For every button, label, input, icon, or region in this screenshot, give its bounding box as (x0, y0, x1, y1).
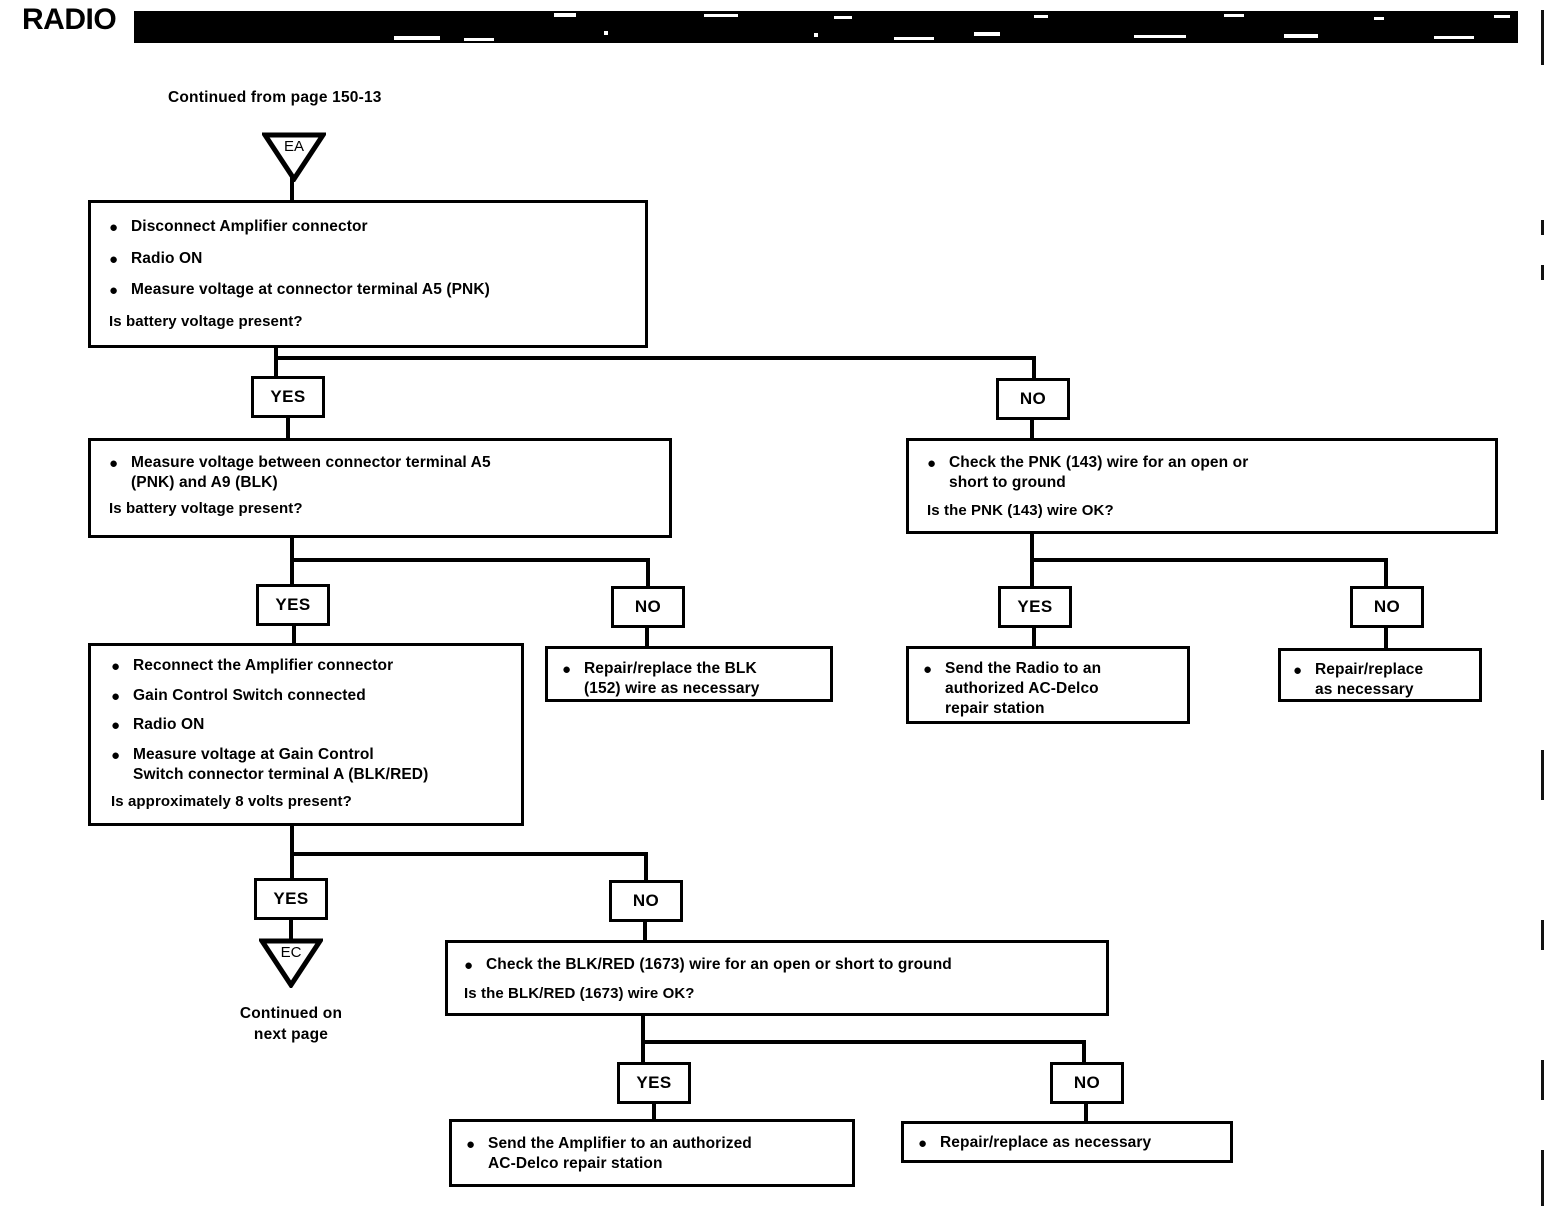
step1-question: Is battery voltage present? (109, 312, 303, 330)
bullet-icon: ● (111, 717, 121, 734)
repair-blk-box: ● Repair/replace the BLK (152) wire as n… (545, 646, 833, 702)
bullet-icon: ● (927, 455, 937, 472)
line-yes3-to-ec (289, 920, 293, 942)
bullet-icon: ● (109, 282, 119, 299)
line-step4-to-no (1082, 1040, 1086, 1066)
repair-right-box: ● Repair/replace as necessary (1278, 648, 1482, 702)
line-step4-branch (641, 1040, 1086, 1044)
line-no1-to-step2r (1030, 420, 1034, 440)
line-step1-to-yes (274, 356, 278, 376)
step2-right-box: ● Check the PNK (143) wire for an open o… (906, 438, 1498, 534)
step2-right-bullet-1: ● Check the PNK (143) wire for an open o… (927, 454, 1249, 492)
step1-bullet-2: ● Radio ON (109, 249, 203, 268)
repair-blk-text: ● Repair/replace the BLK (152) wire as n… (562, 660, 760, 698)
bullet-icon: ● (466, 1136, 476, 1153)
connector-entry-label: EA (283, 138, 304, 155)
line-step2l-to-no (646, 558, 650, 586)
step2-right-yes-label: YES (998, 586, 1072, 628)
step1-bullet-1: ● Disconnect Amplifier connector (109, 218, 368, 236)
header-bar (134, 11, 1518, 43)
line-step3-down (290, 826, 294, 854)
step4-bullet: ● Check the BLK/RED (1673) wire for an o… (464, 956, 952, 974)
step2-left-question: Is battery voltage present? (109, 500, 303, 518)
line-step4-to-yes (641, 1040, 645, 1066)
repair-bottom-text: ● Repair/replace as necessary (918, 1134, 1152, 1152)
line-no4-to-repair (1084, 1104, 1088, 1122)
step2-right-question: Is the PNK (143) wire OK? (927, 502, 1114, 520)
repair-right-text: ● Repair/replace as necessary (1293, 661, 1424, 699)
step2-left-yes-label: YES (256, 584, 330, 626)
step4-yes-label: YES (617, 1062, 691, 1104)
bullet-icon: ● (918, 1135, 928, 1152)
step1-yes-label: YES (251, 376, 325, 418)
line-yes2-to-step3 (292, 626, 296, 646)
line-ea-to-step1 (290, 176, 294, 202)
send-amplifier-box: ● Send the Amplifier to an authorized AC… (449, 1119, 855, 1187)
step1-bullet-3: ● Measure voltage at connector terminal … (109, 281, 490, 299)
line-step2l-to-yes (290, 558, 294, 586)
line-no2r-to-repair (1384, 628, 1388, 650)
bullet-icon: ● (109, 219, 119, 236)
line-step2r-branch (1030, 558, 1388, 562)
bullet-icon: ● (111, 658, 121, 675)
send-radio-box: ● Send the Radio to an authorized AC-Del… (906, 646, 1190, 724)
step3-bullet-3: ● Radio ON (111, 716, 205, 734)
bullet-icon: ● (562, 661, 572, 678)
line-yes1-to-step2 (286, 418, 290, 440)
step3-bullet-1: ● Reconnect the Amplifier connector (111, 657, 394, 675)
repair-bottom-box: ● Repair/replace as necessary (901, 1121, 1233, 1163)
bullet-icon: ● (464, 957, 474, 974)
step4-no-label: NO (1050, 1062, 1124, 1104)
step2-left-no-label: NO (611, 586, 685, 628)
step3-bullet-2: ● Gain Control Switch connected (111, 686, 366, 705)
page-border-rule (1541, 10, 1544, 1206)
bullet-icon: ● (109, 455, 119, 472)
connector-exit-label: EC (280, 944, 302, 961)
line-step2r-to-yes (1030, 558, 1034, 586)
continued-next-page-note: Continued on next page (239, 1005, 343, 1043)
line-step1-to-no (1032, 356, 1036, 380)
bullet-icon: ● (1293, 662, 1303, 679)
line-step2l-branch (290, 558, 650, 562)
send-amplifier-text: ● Send the Amplifier to an authorized AC… (466, 1135, 752, 1173)
step3-yes-label: YES (254, 878, 328, 920)
step3-no-label: NO (609, 880, 683, 922)
bullet-icon: ● (923, 661, 933, 678)
line-step2r-down (1030, 534, 1034, 562)
step4-question: Is the BLK/RED (1673) wire OK? (464, 984, 695, 1002)
line-yes4-to-send-amp (652, 1104, 656, 1122)
bullet-icon: ● (111, 687, 121, 705)
connector-entry-ea: EA (262, 132, 326, 182)
send-radio-text: ● Send the Radio to an authorized AC-Del… (923, 660, 1102, 718)
step4-box: ● Check the BLK/RED (1673) wire for an o… (445, 940, 1109, 1016)
step2-right-no-label: NO (1350, 586, 1424, 628)
step1-no-label: NO (996, 378, 1070, 420)
connector-exit-ec: EC (259, 938, 323, 988)
line-step3-to-no (644, 852, 648, 880)
line-yes2r-to-send-radio (1032, 628, 1036, 648)
line-step4-down (641, 1016, 645, 1044)
line-step1-branch (274, 356, 1036, 360)
line-step3-to-yes (290, 852, 294, 880)
bullet-icon: ● (109, 250, 119, 268)
continued-from-label: Continued from page 150-13 (168, 89, 382, 106)
step2-left-bullet-1: ● Measure voltage between connector term… (109, 454, 491, 492)
line-no3-to-step4 (643, 922, 647, 944)
line-step2r-to-no (1384, 558, 1388, 586)
step1-box: ● Disconnect Amplifier connector ● Radio… (88, 200, 648, 348)
step3-box: ● Reconnect the Amplifier connector ● Ga… (88, 643, 524, 826)
line-no2-to-repair-blk (645, 628, 649, 650)
bullet-icon: ● (111, 746, 121, 764)
step2-left-box: ● Measure voltage between connector term… (88, 438, 672, 538)
step3-bullet-4: ● Measure voltage at Gain Control Switch… (111, 745, 429, 783)
line-step2l-down (290, 538, 294, 566)
step3-question: Is approximately 8 volts present? (111, 792, 352, 810)
line-step3-branch (290, 852, 648, 856)
page-title: RADIO (22, 3, 117, 36)
